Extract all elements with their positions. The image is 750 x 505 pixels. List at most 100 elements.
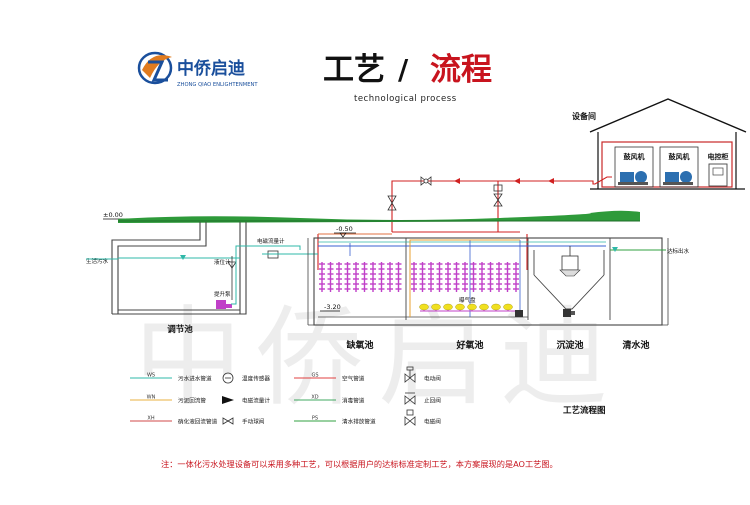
diffuser-element — [419, 262, 426, 292]
equipment-room-label: 设备间 — [572, 111, 596, 121]
legend-symbol-4: 止回阀 — [404, 392, 441, 405]
level-bottom-label: -3.20 — [324, 303, 341, 311]
legend-symbol-0: 温度传感器 — [222, 372, 270, 384]
diffuser-element — [327, 262, 334, 292]
legend-item-wn: WN 污泥回流管 — [130, 395, 206, 405]
diagram-caption: 工艺流程图 — [563, 405, 606, 416]
diffuser-element — [395, 262, 402, 292]
diffuser-element — [487, 262, 494, 292]
legend-label: 清水排放管道 — [342, 418, 376, 426]
raw-water-inlet-label: 生活污水 — [86, 257, 109, 265]
title-part2: 流程 — [430, 52, 492, 88]
blower-1-label: 鼓风机 — [624, 152, 645, 161]
logo-emblem-icon — [137, 51, 173, 85]
diffuser-element — [370, 262, 376, 292]
aeration-disc-icon — [503, 303, 513, 311]
legend-label: 空气管道 — [342, 375, 365, 383]
flow-meter-icon — [222, 396, 234, 404]
aeration-disc-icon — [431, 303, 441, 311]
company-logo: 中侨启迪 ZHONG QIAO ENLIGHTENMENT — [137, 51, 258, 88]
diffuser-element — [319, 262, 325, 292]
effluent-label: 达标出水 — [667, 247, 690, 255]
check-valve-icon — [404, 392, 416, 405]
level-water-surface-label: -0.50 — [336, 225, 353, 233]
diffuser-element — [504, 262, 511, 292]
regulating-tank: 调节池 — [111, 222, 247, 335]
legend-label: 污泥回流管 — [178, 397, 206, 405]
check-valve-icon — [387, 195, 397, 211]
diffuser-element — [336, 262, 342, 292]
diffuser-element — [470, 262, 477, 292]
blower-motor-icon — [663, 171, 693, 185]
ground-level-label: ±0.00 — [103, 211, 123, 219]
title-separator: / — [398, 53, 409, 86]
diffuser-element — [496, 262, 502, 292]
diffuser-element — [411, 262, 417, 292]
tank-anoxic-label: 缺氧池 — [345, 339, 373, 351]
diffuser-element — [462, 262, 468, 292]
manual-ball-valve-icon — [222, 417, 234, 425]
diffuser-element — [387, 262, 393, 292]
legend-symbol-label: 电磁流量计 — [242, 397, 270, 405]
electric-valve-icon — [493, 193, 503, 207]
legend-item-ws: WS 污水进水管道 — [130, 373, 212, 383]
legend-code: XH — [147, 416, 154, 422]
diffuser-element — [353, 262, 359, 292]
diffuser-element — [453, 262, 460, 292]
diffuser-element — [428, 262, 434, 292]
tank-clear-label: 清水池 — [622, 339, 649, 351]
tank-aerobic-label: 好氧池 — [455, 339, 483, 351]
legend-symbol-label: 止回阀 — [424, 397, 441, 405]
electric-valve-icon — [404, 366, 416, 383]
diffuser-element — [436, 262, 443, 292]
legend-symbol-2: 手动球阀 — [222, 417, 265, 426]
ground-surface — [118, 210, 640, 223]
air-pipeline — [317, 176, 612, 270]
sludge-pump-icon — [563, 309, 575, 317]
brand-name: 中侨启迪 — [177, 58, 245, 79]
lift-pump-icon — [216, 300, 232, 309]
center-feed-well-icon — [559, 246, 581, 277]
level-gauge-label: 液位计 — [214, 258, 231, 266]
air-flow-arrow-icon — [454, 178, 554, 184]
diffuser-element — [361, 262, 368, 292]
diffuser-element — [513, 262, 519, 292]
legend-code: PS — [312, 416, 318, 422]
legend-code: XD — [311, 395, 318, 401]
diffuser-element — [445, 262, 451, 292]
temperature-sensor-icon — [222, 372, 234, 384]
aeration-disc-label: 曝气盘 — [459, 296, 476, 304]
blower-2: 鼓风机 — [659, 146, 699, 188]
diffuser-element — [344, 262, 351, 292]
legend-symbol-label: 温度传感器 — [242, 375, 270, 383]
legend-label: 污水进水管道 — [178, 375, 212, 383]
flow-meter-icon — [262, 250, 284, 259]
legend-symbol-label: 电磁阀 — [424, 418, 441, 426]
clear-tank-pump-icon — [515, 310, 523, 317]
lift-pump-label: 提升泵 — [214, 290, 231, 298]
legend-symbol-label: 手动球阀 — [242, 418, 265, 426]
legend-symbol-1: 电磁流量计 — [222, 396, 270, 405]
temperature-sensor-icon — [493, 184, 503, 192]
aeration-diffusers — [319, 262, 519, 292]
legend-symbol-label: 电动阀 — [424, 375, 441, 383]
flow-meter-label: 电磁流量计 — [257, 237, 285, 245]
legend-code: WS — [147, 373, 155, 379]
tank-settling-label: 沉淀池 — [556, 339, 583, 351]
title-part1: 工艺 — [323, 52, 385, 88]
diffuser-element — [378, 262, 385, 292]
control-cabinet-label: 电控柜 — [708, 152, 729, 161]
legend-code: WN — [147, 395, 156, 401]
legend-symbol-3: 电动阀 — [404, 366, 441, 383]
legend-code: GS — [311, 373, 318, 379]
sludge-return-pipe — [409, 239, 520, 317]
control-cabinet: 电控柜 — [708, 152, 729, 187]
legend-symbol-5: 电磁阀 — [404, 409, 441, 426]
solenoid-valve-icon — [404, 409, 416, 426]
diffuser-element — [479, 262, 485, 292]
footnote: 注：一体化污水处理设备可以采用多种工艺，可以根据用户的达标标准定制工艺，本方案展… — [161, 459, 558, 469]
blower-motor-icon — [618, 171, 648, 185]
